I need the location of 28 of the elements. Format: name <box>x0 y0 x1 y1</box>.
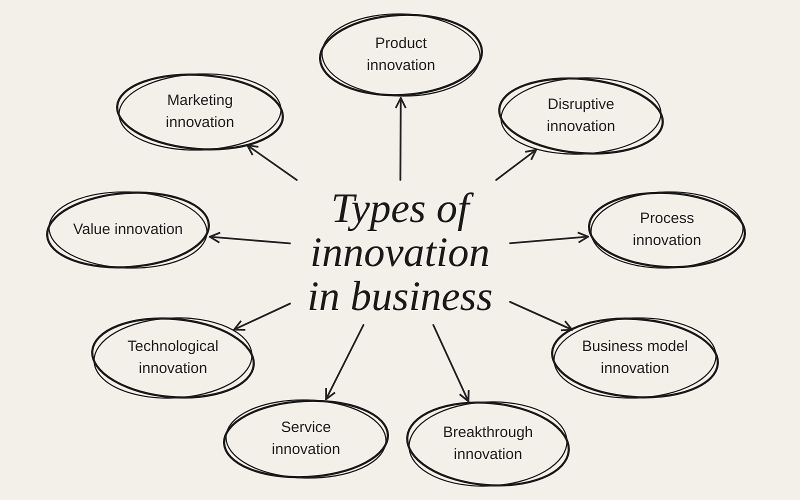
arrow <box>208 232 291 244</box>
ellipse-bubble <box>45 190 211 270</box>
ellipse-bubble <box>405 400 571 488</box>
arrow <box>394 97 407 181</box>
bubble-label: Product innovation <box>366 34 436 76</box>
ellipse-bubble <box>318 12 484 98</box>
bubble-label: Process innovation <box>632 209 702 251</box>
arrow <box>509 300 573 332</box>
arrow <box>325 324 364 400</box>
arrow <box>432 324 470 402</box>
ellipse-bubble <box>222 398 390 480</box>
arrow <box>509 232 590 244</box>
bubble-label: Value innovation <box>72 220 184 240</box>
bubble-label: Breakthrough innovation <box>442 423 534 465</box>
bubble-label: Business model innovation <box>581 337 689 379</box>
bubble-label: Service innovation <box>270 418 342 460</box>
bubble-label: Marketing innovation <box>164 91 236 133</box>
arrow <box>246 144 298 181</box>
ellipse-bubble <box>587 190 747 270</box>
arrow <box>495 148 538 181</box>
ellipse-bubble <box>497 76 665 156</box>
central-title: Types of innovation in business <box>306 186 494 318</box>
ellipse-bubble <box>115 72 285 152</box>
arrow <box>233 302 291 331</box>
ellipse-bubble <box>550 316 720 400</box>
bubble-label: Disruptive innovation <box>546 95 616 137</box>
ellipse-bubble <box>90 316 256 400</box>
bubble-label: Technological innovation <box>126 337 220 379</box>
